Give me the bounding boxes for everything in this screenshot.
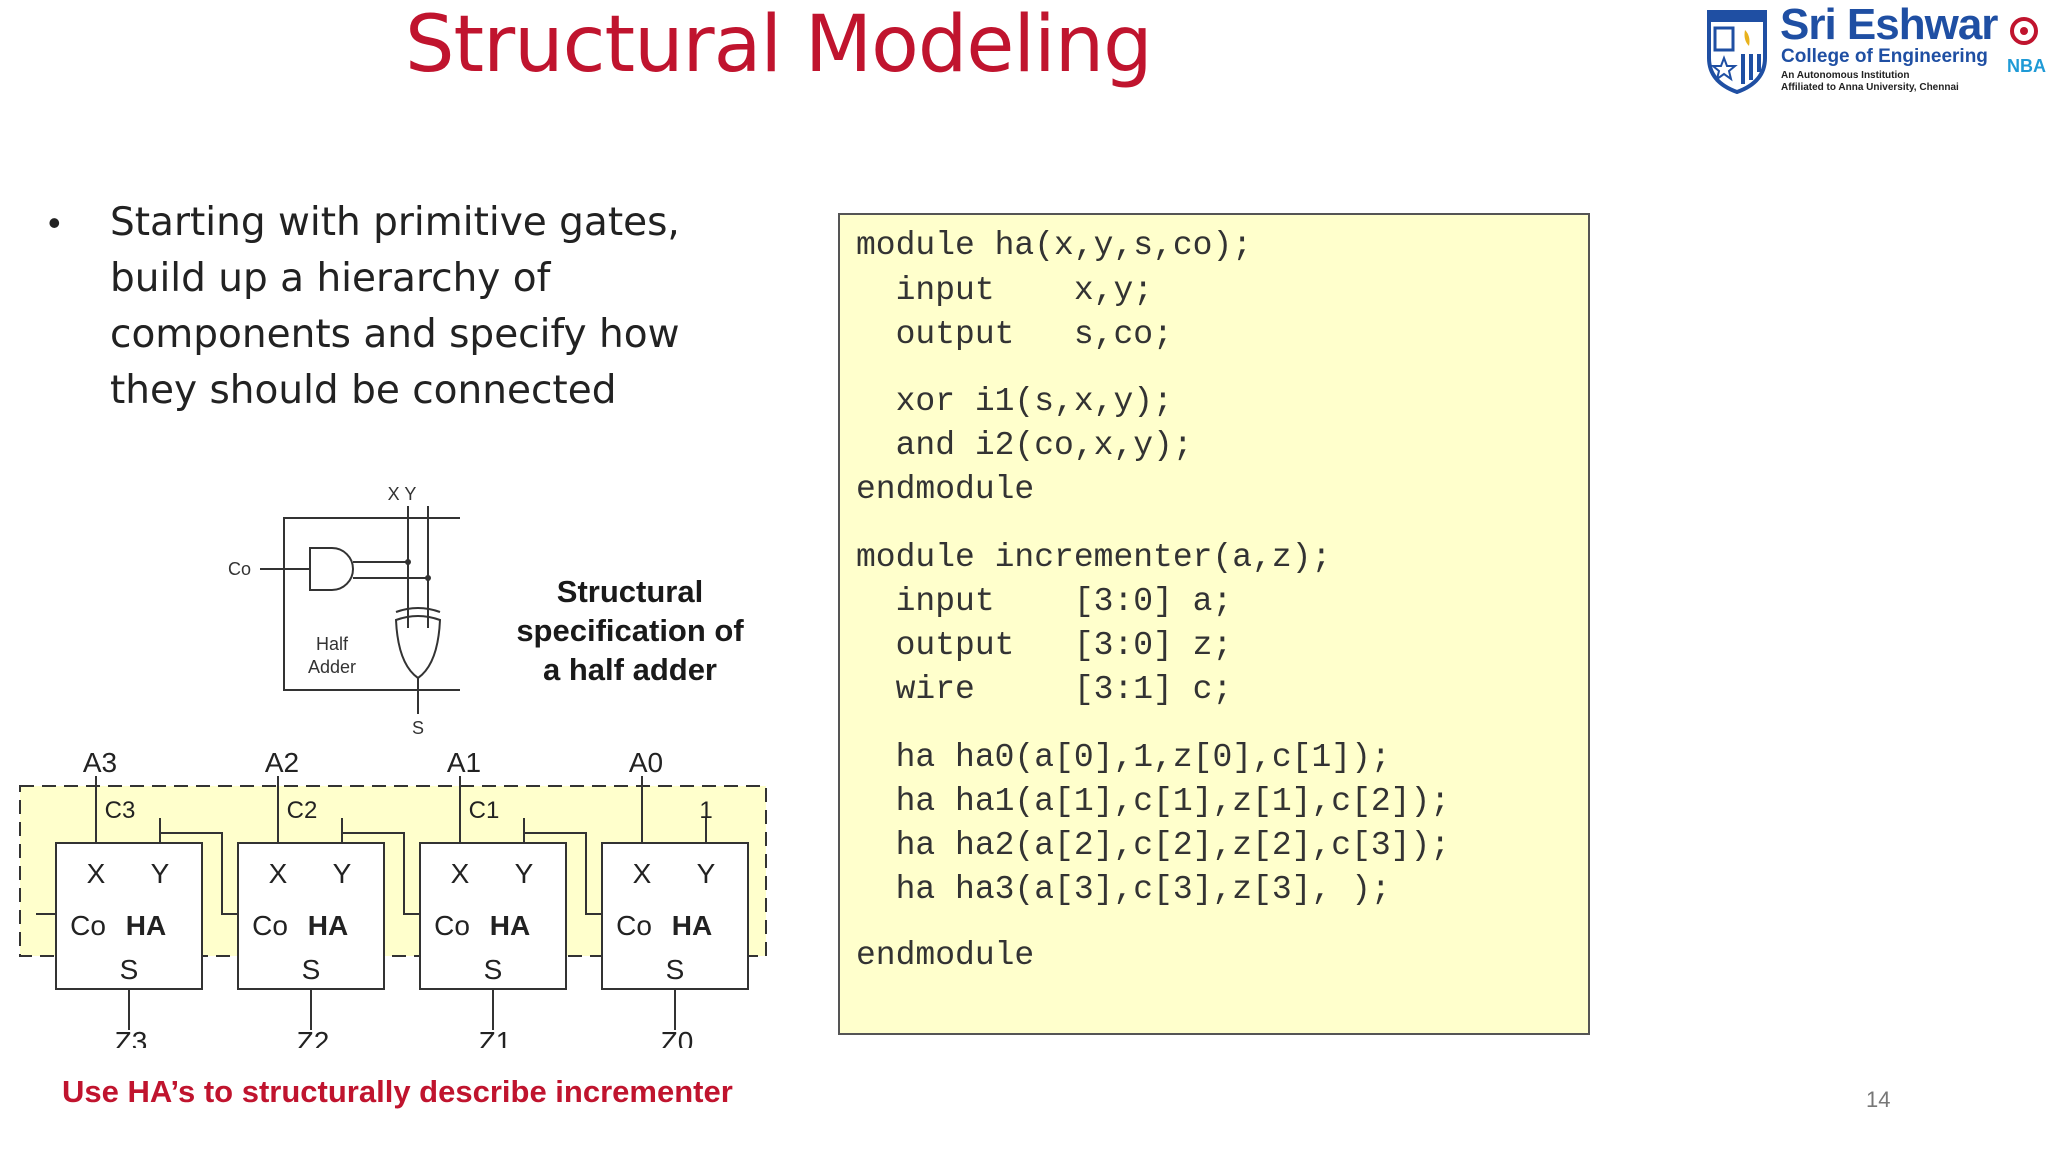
port-y-label: Y	[151, 858, 170, 889]
logo-subtitle: College of Engineering	[1781, 46, 1988, 67]
slide-title: Structural Modeling	[405, 0, 1153, 90]
incrementer-input-label: A3	[83, 748, 117, 778]
college-logo: Sri Eshwar College of Engineering An Aut…	[1705, 0, 2046, 96]
port-co-label: Co	[616, 910, 652, 941]
code-line: xor i1(s,x,y);	[856, 383, 1173, 420]
code-line: module ha(x,y,s,co);	[856, 227, 1253, 264]
code-line: ha ha3(a[3],c[3],z[3], );	[856, 871, 1391, 908]
port-s-label: S	[120, 954, 139, 985]
half-adder-cell: A0 1X Y Co HA S Z0	[523, 748, 749, 1048]
crest-icon	[1707, 10, 1767, 94]
verilog-code-block: module ha(x,y,s,co); input x,y; output s…	[838, 213, 1590, 1035]
code-line: input x,y;	[856, 272, 1154, 309]
spec-label-line2: specification of	[516, 613, 744, 648]
port-x-label: X	[269, 858, 288, 889]
half-adder-name-line2: Adder	[308, 657, 356, 677]
incrementer-output-label: Z1	[479, 1026, 512, 1048]
incrementer-input-label: A0	[629, 748, 663, 778]
half-adder-name-line1: Half	[316, 634, 349, 654]
half-adder-carry-label: Co	[228, 559, 251, 579]
incrementer-output-label: Z0	[661, 1026, 694, 1048]
ha-block-label: HA	[490, 910, 530, 941]
incrementer-input-label: A2	[265, 748, 299, 778]
nba-badge: NBA	[2007, 56, 2046, 76]
structural-spec-label: Structural specification of a half adder	[500, 572, 760, 689]
code-line: endmodule	[856, 471, 1035, 508]
ha-block-label: HA	[308, 910, 348, 941]
logo-name: Sri Eshwar	[1780, 0, 1998, 49]
logo-line-1: An Autonomous Institution	[1781, 70, 1910, 81]
carry-wire-label: 1	[699, 797, 712, 824]
half-adder-inputs-label: X Y	[388, 484, 417, 504]
bullet-marker: •	[48, 202, 61, 243]
port-y-label: Y	[515, 858, 534, 889]
ha-block	[419, 842, 567, 990]
carry-wire-label: C1	[469, 797, 500, 824]
incrementer-output-label: Z2	[297, 1026, 330, 1048]
code-line: ha ha1(a[1],c[1],z[1],c[2]);	[856, 783, 1451, 820]
port-x-label: X	[451, 858, 470, 889]
page-number: 14	[1866, 1087, 1891, 1112]
port-co-label: Co	[70, 910, 106, 941]
port-y-label: Y	[697, 858, 716, 889]
carry-wire-label: C3	[105, 797, 136, 824]
code-line: endmodule	[856, 937, 1035, 974]
code-line: ha ha2(a[2],c[2],z[2],c[3]);	[856, 827, 1451, 864]
port-co-label: Co	[434, 910, 470, 941]
incrementer-output-label: Z3	[115, 1026, 148, 1048]
ha-block-label: HA	[126, 910, 166, 941]
code-line: ha ha0(a[0],1,z[0],c[1]);	[856, 739, 1391, 776]
code-line: output [3:0] z;	[856, 627, 1233, 664]
half-adder-diagram: X Y Co Half Adder S	[228, 484, 460, 738]
carry-wire-label: C2	[287, 797, 318, 824]
ha-block-label: HA	[672, 910, 712, 941]
ha-block	[601, 842, 749, 990]
code-line: output s,co;	[856, 316, 1173, 353]
port-co-label: Co	[252, 910, 288, 941]
incrementer-input-label: A1	[447, 748, 481, 778]
logo-line-2: Affiliated to Anna University, Chennai	[1781, 82, 1959, 93]
port-s-label: S	[666, 954, 685, 985]
code-line: input [3:0] a;	[856, 583, 1233, 620]
port-y-label: Y	[333, 858, 352, 889]
code-line: module incrementer(a,z);	[856, 539, 1332, 576]
bullet-text: Starting with primitive gates, build up …	[110, 200, 680, 413]
accreditation-badge-icon	[2010, 17, 2038, 45]
spec-label-line1: Structural	[556, 574, 704, 609]
code-line: wire [3:1] c;	[856, 671, 1233, 708]
port-x-label: X	[633, 858, 652, 889]
port-x-label: X	[87, 858, 106, 889]
port-s-label: S	[302, 954, 321, 985]
spec-label-line3: a half adder	[543, 652, 717, 687]
ha-block	[237, 842, 385, 990]
port-s-label: S	[484, 954, 503, 985]
incrementer-caption: Use HA’s to structurally describe increm…	[62, 1074, 733, 1109]
half-adder-sum-label: S	[412, 718, 424, 738]
code-line: and i2(co,x,y);	[856, 427, 1193, 464]
